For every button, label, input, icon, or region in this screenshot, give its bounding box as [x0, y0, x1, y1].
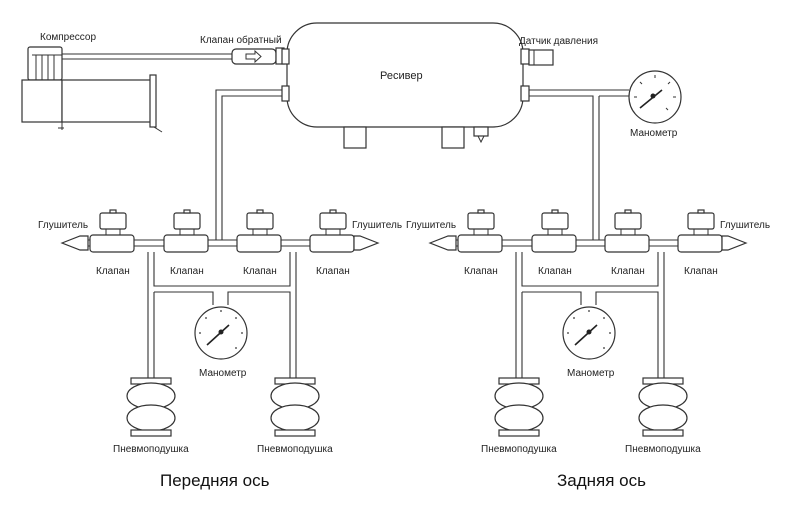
airbag-label: Пневмоподушка	[257, 444, 333, 455]
receiver-tank	[281, 22, 530, 149]
muffler-left-label: Глушитель	[406, 220, 456, 231]
solenoid-valve	[604, 209, 650, 253]
airbag	[638, 377, 688, 437]
muffler-right-label: Глушитель	[720, 220, 770, 231]
manometer	[194, 306, 248, 360]
pipe	[221, 95, 282, 240]
pipe	[215, 89, 282, 240]
muffler-right-label: Глушитель	[352, 220, 402, 231]
pipe	[147, 252, 291, 380]
airbag-label: Пневмоподушка	[113, 444, 189, 455]
muffler-right	[353, 235, 380, 251]
rear-axle-label: Задняя ось	[557, 471, 646, 490]
solenoid-valve	[531, 209, 577, 253]
valve-label: Клапан	[243, 266, 277, 277]
muffler-left	[60, 235, 89, 251]
solenoid-valve	[457, 209, 503, 253]
pipe	[153, 252, 297, 380]
pipe	[515, 252, 659, 380]
pressure-sensor	[528, 49, 554, 66]
front-axle-circuit: Клапан Клапан Клапан Клапан Глушитель Глушите…	[38, 209, 402, 455]
manometer-label: Манометр	[567, 368, 615, 379]
manometer-label: Манометр	[199, 368, 247, 379]
airbag	[126, 377, 176, 437]
manometer	[562, 306, 616, 360]
airbag-label: Пневмоподушка	[625, 444, 701, 455]
valve-label: Клапан	[611, 266, 645, 277]
muffler-left	[428, 235, 457, 251]
pipe	[529, 95, 594, 240]
solenoid-valve	[309, 209, 355, 253]
muffler-right	[721, 235, 748, 251]
pipe	[521, 252, 665, 380]
check-valve-label: Клапан обратный	[200, 34, 282, 46]
pressure-sensor-label: Датчик давления	[519, 36, 598, 47]
airbag-label: Пневмоподушка	[481, 444, 557, 455]
airbag	[494, 377, 544, 437]
airbag	[270, 377, 320, 437]
front-axle-label: Передняя ось	[160, 471, 270, 490]
manometer-main-label: Манометр	[630, 128, 678, 139]
valve-label: Клапан	[316, 266, 350, 277]
valve-label: Клапан	[684, 266, 718, 277]
valve-label: Клапан	[538, 266, 572, 277]
manometer-main	[628, 70, 682, 124]
valve-label: Клапан	[96, 266, 130, 277]
receiver-label: Ресивер	[380, 70, 423, 82]
solenoid-valve	[677, 209, 723, 253]
check-valve	[231, 47, 285, 65]
solenoid-valve	[89, 209, 135, 253]
rear-axle-circuit: Клапан Клапан Клапан Клапан Глушитель Глушите…	[406, 209, 770, 455]
solenoid-valve	[236, 209, 282, 253]
muffler-left-label: Глушитель	[38, 220, 88, 231]
compressor-label: Компрессор	[40, 32, 96, 43]
valve-label: Клапан	[464, 266, 498, 277]
solenoid-valve	[163, 209, 209, 253]
compressor	[21, 46, 163, 133]
valve-label: Клапан	[170, 266, 204, 277]
